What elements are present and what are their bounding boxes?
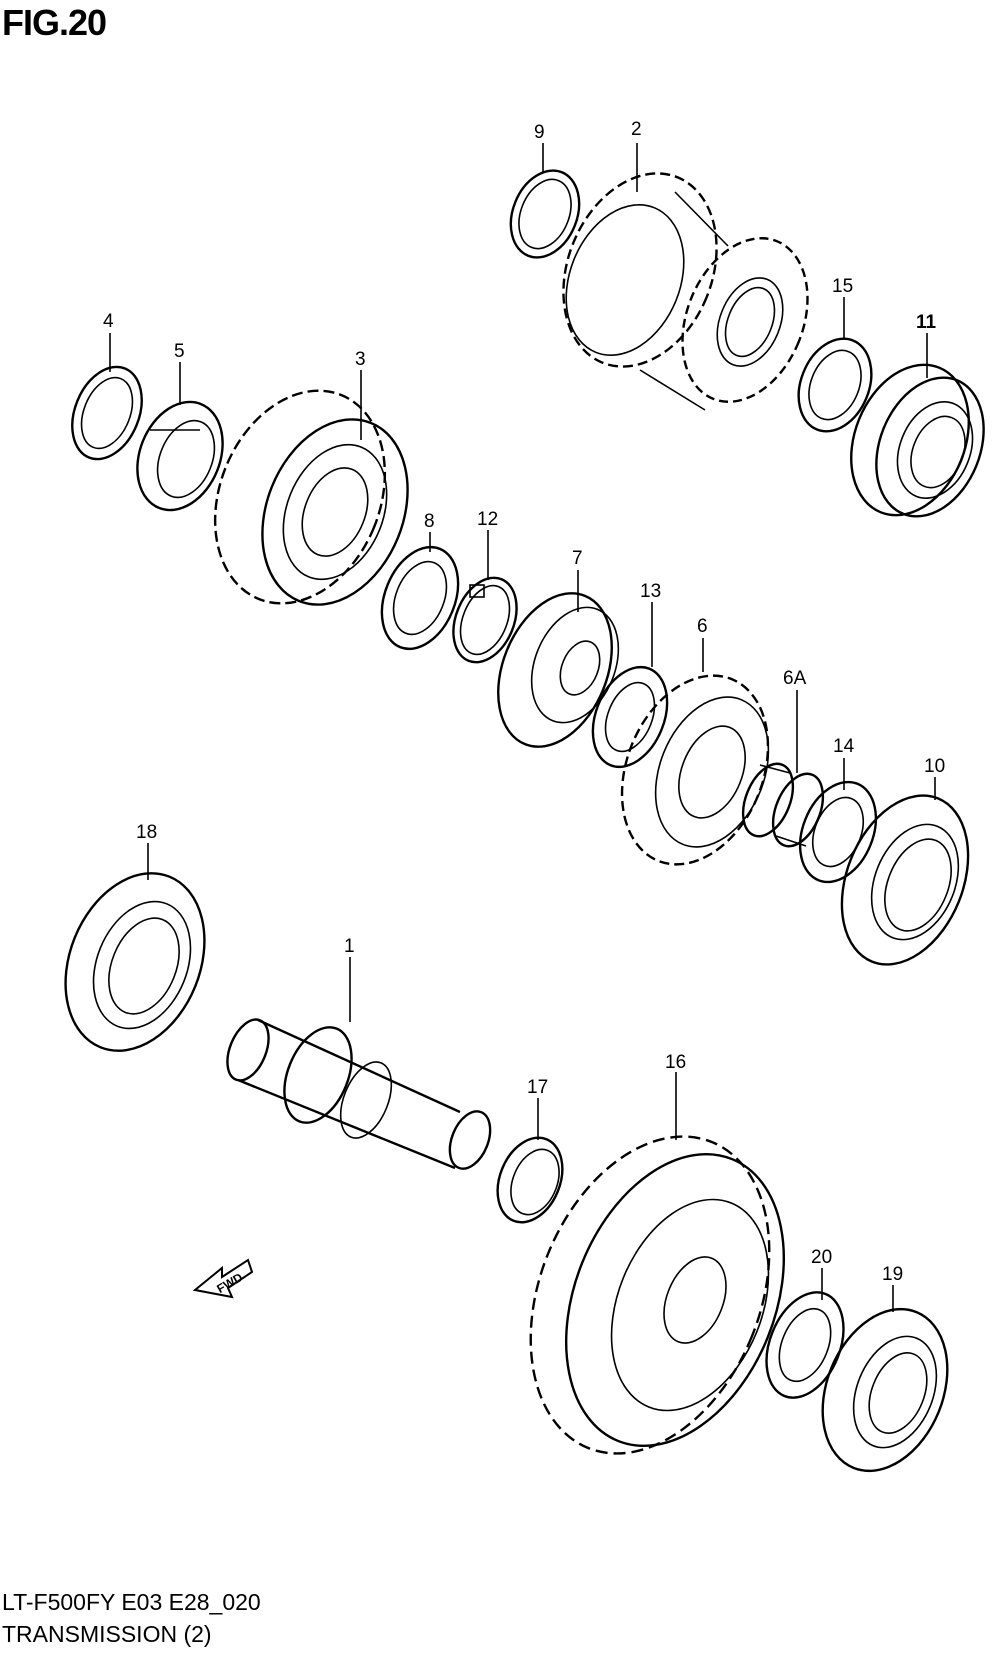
fwd-arrow-icon: FWD xyxy=(192,1258,254,1299)
part-11-bearing xyxy=(850,363,985,518)
part-2-double-gear xyxy=(562,172,809,411)
callout-1: 1 xyxy=(344,936,355,957)
callout-5: 5 xyxy=(174,341,185,362)
callout-17: 17 xyxy=(527,1077,548,1098)
callout-20: 20 xyxy=(811,1247,832,1268)
callout-13: 13 xyxy=(640,581,661,602)
section-name: TRANSMISSION (2) xyxy=(2,1621,212,1647)
part-8-washer xyxy=(380,545,460,651)
figure-title: FIG.20 xyxy=(2,2,107,43)
part-20-washer xyxy=(765,1291,845,1399)
callout-14: 14 xyxy=(833,736,855,757)
part-10-bearing xyxy=(840,794,970,966)
part-5-needle-bearing xyxy=(136,400,224,512)
callout-16: 16 xyxy=(665,1052,686,1073)
part-1-shaft xyxy=(226,1018,492,1170)
part-19-bearing xyxy=(821,1307,949,1473)
part-6a-bushing xyxy=(741,762,825,848)
part-18-bearing xyxy=(64,872,206,1052)
callout-11: 11 xyxy=(916,312,937,333)
callout-10: 10 xyxy=(924,756,945,777)
callout-9: 9 xyxy=(534,122,545,143)
part-6-gear xyxy=(620,674,770,866)
part-16-large-gear xyxy=(529,1135,786,1455)
model-code: LT-F500FY E03 E28_020 xyxy=(2,1589,261,1615)
leader-lines xyxy=(109,143,936,1312)
part-7-shift-dog xyxy=(497,592,620,748)
part-3-gear xyxy=(213,389,409,606)
part-15-washer xyxy=(797,337,873,433)
callout-7: 7 xyxy=(572,548,583,569)
callout-15: 15 xyxy=(832,276,853,297)
part-17-bushing xyxy=(496,1136,564,1224)
callout-18: 18 xyxy=(136,822,157,843)
callout-labels: 9 2 4 5 3 8 12 7 13 6 6A 14 10 15 11 18 … xyxy=(103,119,945,1285)
part-4-ring xyxy=(71,365,143,461)
callout-4: 4 xyxy=(103,311,114,332)
part-12-circlip xyxy=(452,576,518,664)
callout-6: 6 xyxy=(697,616,708,637)
callout-8: 8 xyxy=(424,511,435,532)
callout-6a: 6A xyxy=(783,668,807,689)
callout-3: 3 xyxy=(355,349,366,370)
callout-19: 19 xyxy=(882,1264,903,1285)
part-13-washer xyxy=(591,665,669,769)
part-9-ring xyxy=(509,169,581,259)
callout-12: 12 xyxy=(477,509,498,530)
callout-2: 2 xyxy=(631,119,642,140)
